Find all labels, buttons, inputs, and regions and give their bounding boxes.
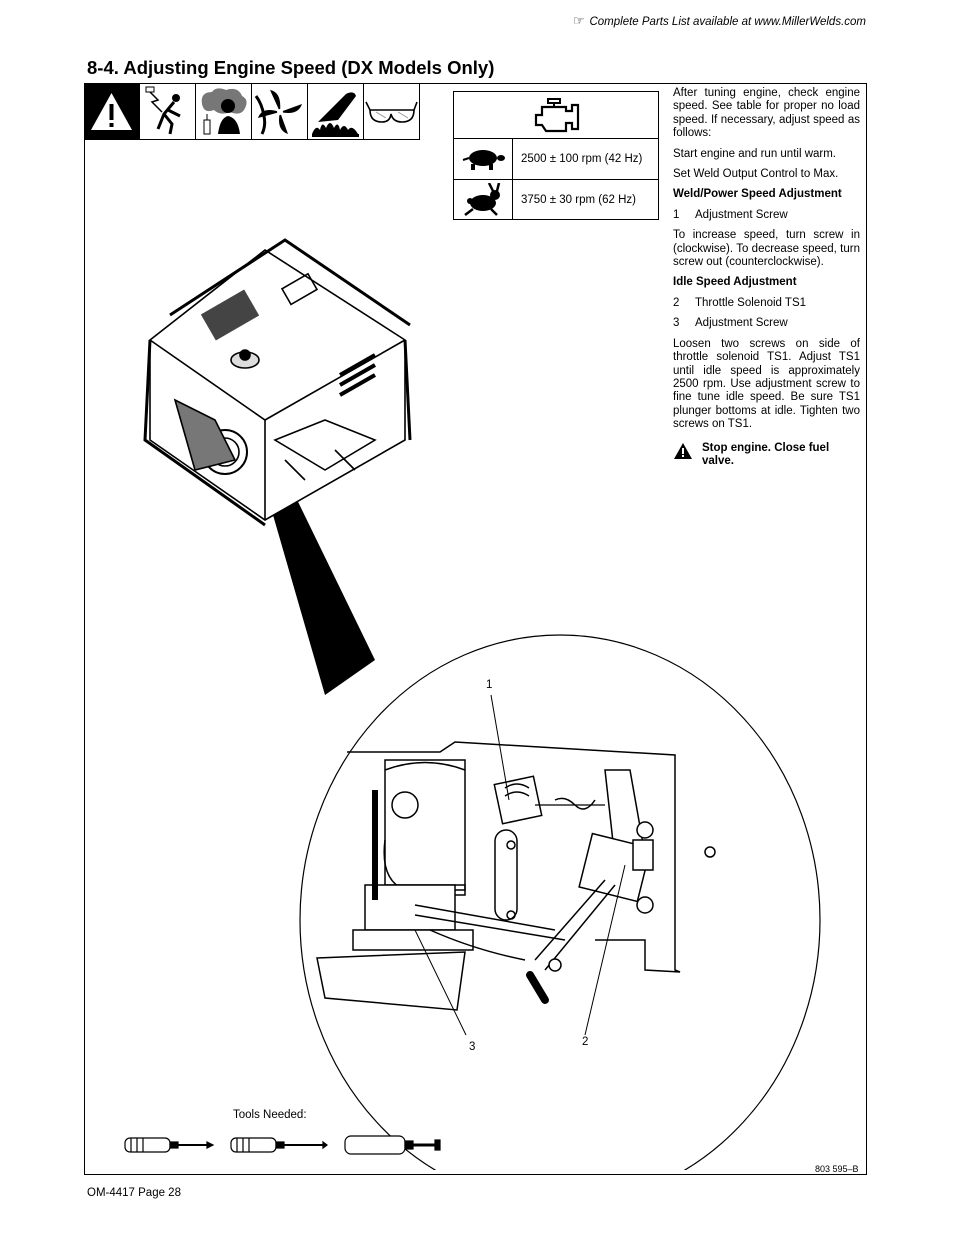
idle-speed-text: Loosen two screws on side of throttle so… [673,337,860,431]
moving-parts-icon [252,84,308,140]
hot-parts-icon [308,84,364,140]
parts-list-note: ☞ Complete Parts List available at www.Mi… [573,13,866,29]
instructions-column: After tuning engine, check engine speed.… [673,87,860,468]
idle-item-solenoid: 2 Throttle Solenoid TS1 [673,296,807,309]
step-set-output: Set Weld Output Control to Max. [673,168,839,181]
engine-icon [534,98,580,133]
weld-speed-text: To increase speed, turn screw in (clockw… [673,229,860,269]
parts-list-note-text: Complete Parts List available at www.Mil… [589,16,866,28]
intro-text: After tuning engine, check engine speed.… [673,87,860,140]
speed-table-header [454,92,658,139]
flat-screwdriver-icon [344,1135,441,1155]
warning-text: Stop engine. Close fuel valve. [702,441,830,467]
weld-item: 1 Adjustment Screw [673,208,788,221]
callout-2: 2 [582,1036,588,1048]
phillips-screwdriver-icon [230,1137,328,1153]
generator-unit [143,238,412,527]
detail-pointer-cone [260,470,375,695]
tools-needed-label: Tools Needed: [233,1109,307,1121]
high-speed-value: 3750 ± 30 rpm (62 Hz) [521,194,636,206]
idle-speed-heading: Idle Speed Adjustment [673,276,797,289]
safety-icon-strip [84,84,420,140]
section-title: 8-4. Adjusting Engine Speed (DX Models O… [87,57,495,78]
speed-row-high: 3750 ± 30 rpm (62 Hz) [454,180,658,220]
engine-speed-table: 2500 ± 100 rpm (42 Hz) 3750 ± 30 rpm (62… [453,91,659,220]
electric-shock-icon [140,84,196,140]
engine-speed-illustration: 1 2 3 [124,238,821,1170]
callout-1: 1 [486,679,492,691]
phillips-screwdriver-icon [124,1137,215,1153]
throttle-assembly [316,741,716,1011]
warning-icon [674,442,692,459]
turtle-icon [462,149,505,170]
fumes-icon [196,84,252,140]
rabbit-icon [464,183,501,216]
callout-3: 3 [469,1041,475,1053]
idle-item-screw: 3 Adjustment Screw [673,317,788,330]
weld-speed-heading: Weld/Power Speed Adjustment [673,188,842,201]
figure-number: 803 595–B [815,1164,859,1174]
safety-glasses-icon [364,84,420,140]
content-frame [84,83,867,1175]
page-footer: OM-4417 Page 28 [87,1187,181,1199]
idle-speed-value: 2500 ± 100 rpm (42 Hz) [521,152,643,165]
stop-engine-warning: Stop engine. Close fuel valve. [673,442,860,469]
pointing-hand-icon: ☞ [572,13,585,28]
warning-triangle-icon [84,84,140,140]
step-start-engine: Start engine and run until warm. [673,147,837,160]
speed-row-idle: 2500 ± 100 rpm (42 Hz) [454,138,658,180]
